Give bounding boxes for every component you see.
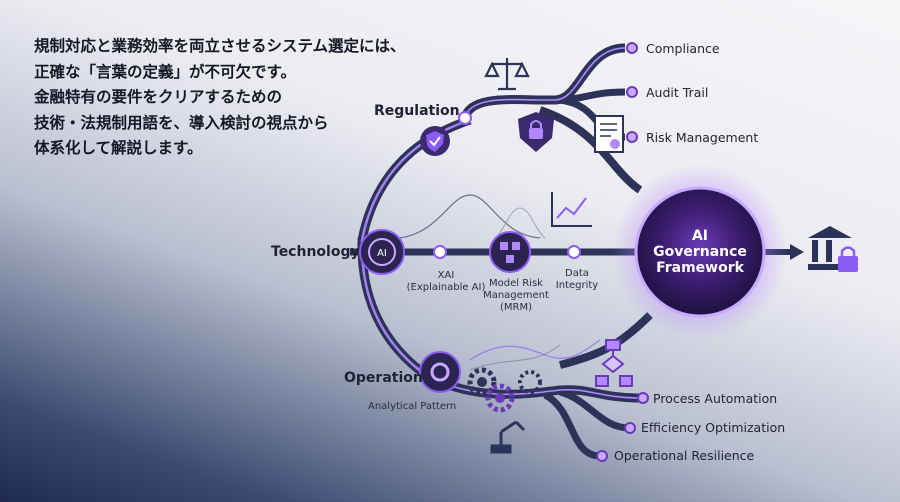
- core-circle: [634, 186, 766, 318]
- flow-lines: [469, 339, 601, 361]
- node-dot: [626, 42, 638, 54]
- node-dot: [637, 392, 649, 404]
- gear-icon: [518, 370, 542, 394]
- regulation-pipe-glow: [464, 47, 626, 119]
- risk-management-label: Risk Management: [646, 130, 759, 145]
- intro-line: 金融特有の要件をクリアするための: [34, 88, 283, 106]
- document-icon: [594, 115, 624, 153]
- data-integrity-label: Data Integrity: [555, 268, 599, 291]
- node-dot: [433, 245, 447, 259]
- xai-label: XAI (Explainable AI): [406, 270, 486, 293]
- flowchart-icon: [595, 339, 633, 387]
- node-dot: [626, 86, 638, 98]
- operation-pipe-branch: [543, 391, 601, 460]
- intro-line: 規制対応と業務効率を両立させるシステム選定には、: [34, 37, 406, 55]
- core-arc-top: [538, 106, 643, 194]
- core-title-line: Governance: [653, 244, 747, 260]
- gear-icon: [485, 383, 515, 413]
- bank-lock-icon: [808, 226, 858, 272]
- operation-pipe-branch: [558, 388, 631, 432]
- shield-check-icon: [420, 126, 450, 156]
- lock-shield-icon: [518, 112, 554, 152]
- gear-icon: [467, 367, 497, 397]
- compliance-label: Compliance: [646, 41, 720, 56]
- node-dot: [624, 422, 636, 434]
- core-title-line: Framework: [656, 260, 744, 276]
- output-arrow-head: [790, 244, 804, 260]
- robot-arm-icon: [490, 420, 526, 454]
- intro-line: 正確な「言葉の定義」が不可欠です。: [34, 62, 296, 81]
- operation-label: Operation: [344, 370, 423, 386]
- intro-line: 技術・法規制用語を、導入検討の視点から: [34, 113, 329, 132]
- technology-label: Technology: [271, 244, 360, 260]
- svg-text:AI: AI: [377, 248, 387, 259]
- node-dot: [626, 131, 638, 143]
- trend-chart-icon: [551, 192, 592, 227]
- trend-curve: [494, 207, 546, 239]
- intro-line: 体系化して解説します。: [34, 139, 203, 157]
- ai-brain-icon: AI: [359, 229, 405, 275]
- scales-icon: [484, 58, 530, 91]
- trend-curve: [399, 194, 541, 239]
- regulation-label: Regulation: [374, 103, 460, 119]
- node-dot: [596, 450, 608, 462]
- node-dot: [458, 111, 472, 125]
- operational-resilience-label: Operational Resilience: [614, 448, 755, 463]
- node-dot: [567, 245, 581, 259]
- core-title-line: AI: [691, 228, 709, 244]
- operation-sublabel: Analytical Pattern: [368, 401, 457, 412]
- flowchart-icon: [489, 231, 531, 273]
- mrm-label: Model Risk Management (MRM): [483, 278, 549, 313]
- audit-trail-label: Audit Trail: [646, 85, 709, 100]
- core-title: AI Governance Framework: [635, 228, 765, 276]
- operation-pipe-glow: [429, 377, 641, 399]
- process-automation-label: Process Automation: [653, 391, 778, 406]
- efficiency-optimization-label: Efficiency Optimization: [641, 420, 786, 435]
- gear-icon: [419, 351, 461, 393]
- intro-text: 規制対応と業務効率を両立させるシステム選定には、 正確な「言葉の定義」が不可欠で…: [34, 34, 454, 162]
- flow-lines: [469, 344, 561, 371]
